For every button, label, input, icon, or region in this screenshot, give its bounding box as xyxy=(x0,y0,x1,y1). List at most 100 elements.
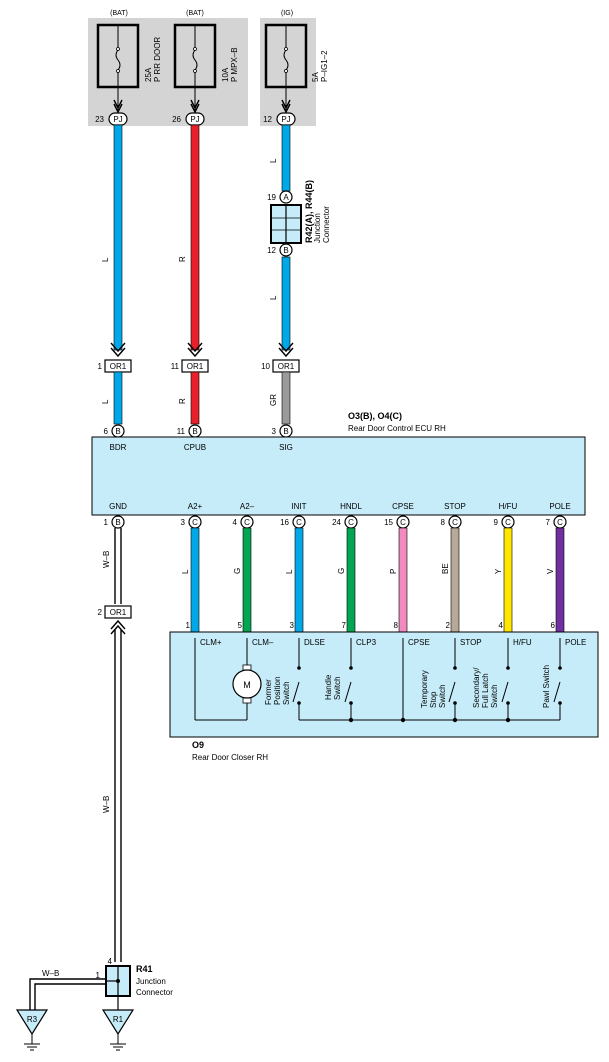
ecu-box xyxy=(91,436,586,516)
svg-text:Switch: Switch xyxy=(333,676,342,700)
ecu-name: Rear Door Control ECU RH xyxy=(348,424,446,433)
ecu-terminal-label: BDR xyxy=(110,443,127,452)
pin-number: 8 xyxy=(394,621,399,630)
wire-label: W–B xyxy=(102,551,111,568)
svg-text:Stop: Stop xyxy=(429,691,438,708)
fuse-supply-label: (IG) xyxy=(281,10,293,17)
pin-number: 12 xyxy=(267,246,276,255)
closer-wire-1 xyxy=(242,527,252,633)
ground-point-r1: R1 xyxy=(101,1009,135,1051)
closer-wire-2 xyxy=(294,527,304,633)
wire-blue-l-ig-lower xyxy=(281,256,291,351)
wire-label: L xyxy=(285,569,294,574)
fuse-name: P MPX–B xyxy=(230,47,239,82)
pin-number: 1 xyxy=(186,621,191,630)
ecu-terminal-label: INIT xyxy=(291,502,306,511)
svg-text:Former: Former xyxy=(264,679,273,705)
wire-gray-gr xyxy=(281,371,291,425)
conn-code: B xyxy=(115,518,120,527)
fuse-rating: 5A xyxy=(311,72,320,82)
ecu-terminal-label: CPSE xyxy=(392,502,414,511)
pin-number: 2 xyxy=(98,608,103,617)
conn-code: C xyxy=(505,518,511,527)
closer-name: Rear Door Closer RH xyxy=(192,753,268,762)
conn-code: PJ xyxy=(190,115,199,124)
closer-terminal-label: CLM– xyxy=(252,638,274,647)
closer-terminal-label: CPSE xyxy=(408,638,430,647)
wire-red-r xyxy=(190,371,200,425)
pin-number: 19 xyxy=(267,193,276,202)
pin-number: 3 xyxy=(272,427,277,436)
pin-number: 15 xyxy=(384,518,393,527)
switch-label-handle: Handle Switch xyxy=(324,674,342,700)
junction-sub: Junction xyxy=(313,213,322,243)
conn-code: C xyxy=(452,518,458,527)
ground-label: R3 xyxy=(27,1015,38,1024)
pin-number: 6 xyxy=(104,427,109,436)
pin-circle xyxy=(111,515,125,529)
pin-number: 1 xyxy=(104,518,109,527)
ecu-connector-title: O3(B), O4(C) xyxy=(348,411,402,421)
or1-connector-2: 2 OR1 xyxy=(98,605,132,619)
ecu-terminal-label: A2+ xyxy=(188,502,203,511)
pin-number: 7 xyxy=(342,621,347,630)
closer-wire-5 xyxy=(450,527,460,633)
svg-text:Secondary/: Secondary/ xyxy=(472,667,481,708)
pin-number: 12 xyxy=(263,115,272,124)
or1-connector-10: 10 OR1 xyxy=(261,359,300,373)
closer-wire-6 xyxy=(503,527,513,633)
closer-wire-7 xyxy=(555,527,565,633)
conn-code: C xyxy=(348,518,354,527)
wire-blue-l xyxy=(113,124,123,351)
fuse-block-ig-bg xyxy=(260,18,316,126)
pj-connector-12: 12 PJ xyxy=(263,112,296,126)
pin-number: 3 xyxy=(290,621,295,630)
junction-sub: Junction xyxy=(136,977,166,986)
ecu-terminal-label: GND xyxy=(109,502,127,511)
svg-text:Switch: Switch xyxy=(282,681,291,705)
svg-text:Handle: Handle xyxy=(324,674,333,700)
pin-number: 10 xyxy=(261,362,270,371)
conn-code: A xyxy=(283,193,289,202)
pin-number: 4 xyxy=(499,621,504,630)
or1-connector-1: 1 OR1 xyxy=(98,359,132,373)
ecu-top-pin-bdr: 6 B xyxy=(104,424,125,438)
pin-number: 4 xyxy=(233,518,238,527)
pj-connector-23: 23 PJ xyxy=(95,112,128,126)
junction-connector-r42-r44: A 19 B 12 R42(A), R44(B) Junction Connec… xyxy=(267,180,331,257)
ecu-terminal-label: STOP xyxy=(444,502,466,511)
pin-number: 23 xyxy=(95,115,104,124)
ecu-top-pin-cpub: 11 B xyxy=(177,424,202,438)
ecu-terminal-label: HNDL xyxy=(340,502,362,511)
or1-connector-11: 11 OR1 xyxy=(171,359,209,373)
conn-code: C xyxy=(557,518,563,527)
wire-label: L xyxy=(101,257,110,262)
fuse-name: P–IG1–2 xyxy=(320,50,329,82)
fuse-block-bat-bg xyxy=(88,18,248,126)
pin-number: 6 xyxy=(551,621,556,630)
junction-title: R41 xyxy=(136,964,153,974)
pj-connector-26: 26 PJ xyxy=(172,112,205,126)
fuse-p-mpx-b: (BAT) 10A P MPX–B xyxy=(173,10,239,89)
conn-code: B xyxy=(115,427,120,436)
pin-number: 4 xyxy=(108,957,113,966)
switch-label-pawl: Pawl Switch xyxy=(542,665,551,708)
pin-number: 9 xyxy=(494,518,499,527)
ecu-terminal-label: POLE xyxy=(549,502,570,511)
conn-code: C xyxy=(400,518,406,527)
ground-wire-to-r3: W–B xyxy=(29,969,106,1010)
conn-code: B xyxy=(192,427,197,436)
fuse-rating: 25A xyxy=(144,67,153,82)
closer-terminal-label: POLE xyxy=(565,638,586,647)
ground-wire-w-b-lower: W–B xyxy=(102,630,122,962)
closer-terminal-label: CLM+ xyxy=(200,638,222,647)
pin-number: 1 xyxy=(98,362,103,371)
wire-label: R xyxy=(178,398,187,404)
junction-sub: Connector xyxy=(322,206,331,243)
